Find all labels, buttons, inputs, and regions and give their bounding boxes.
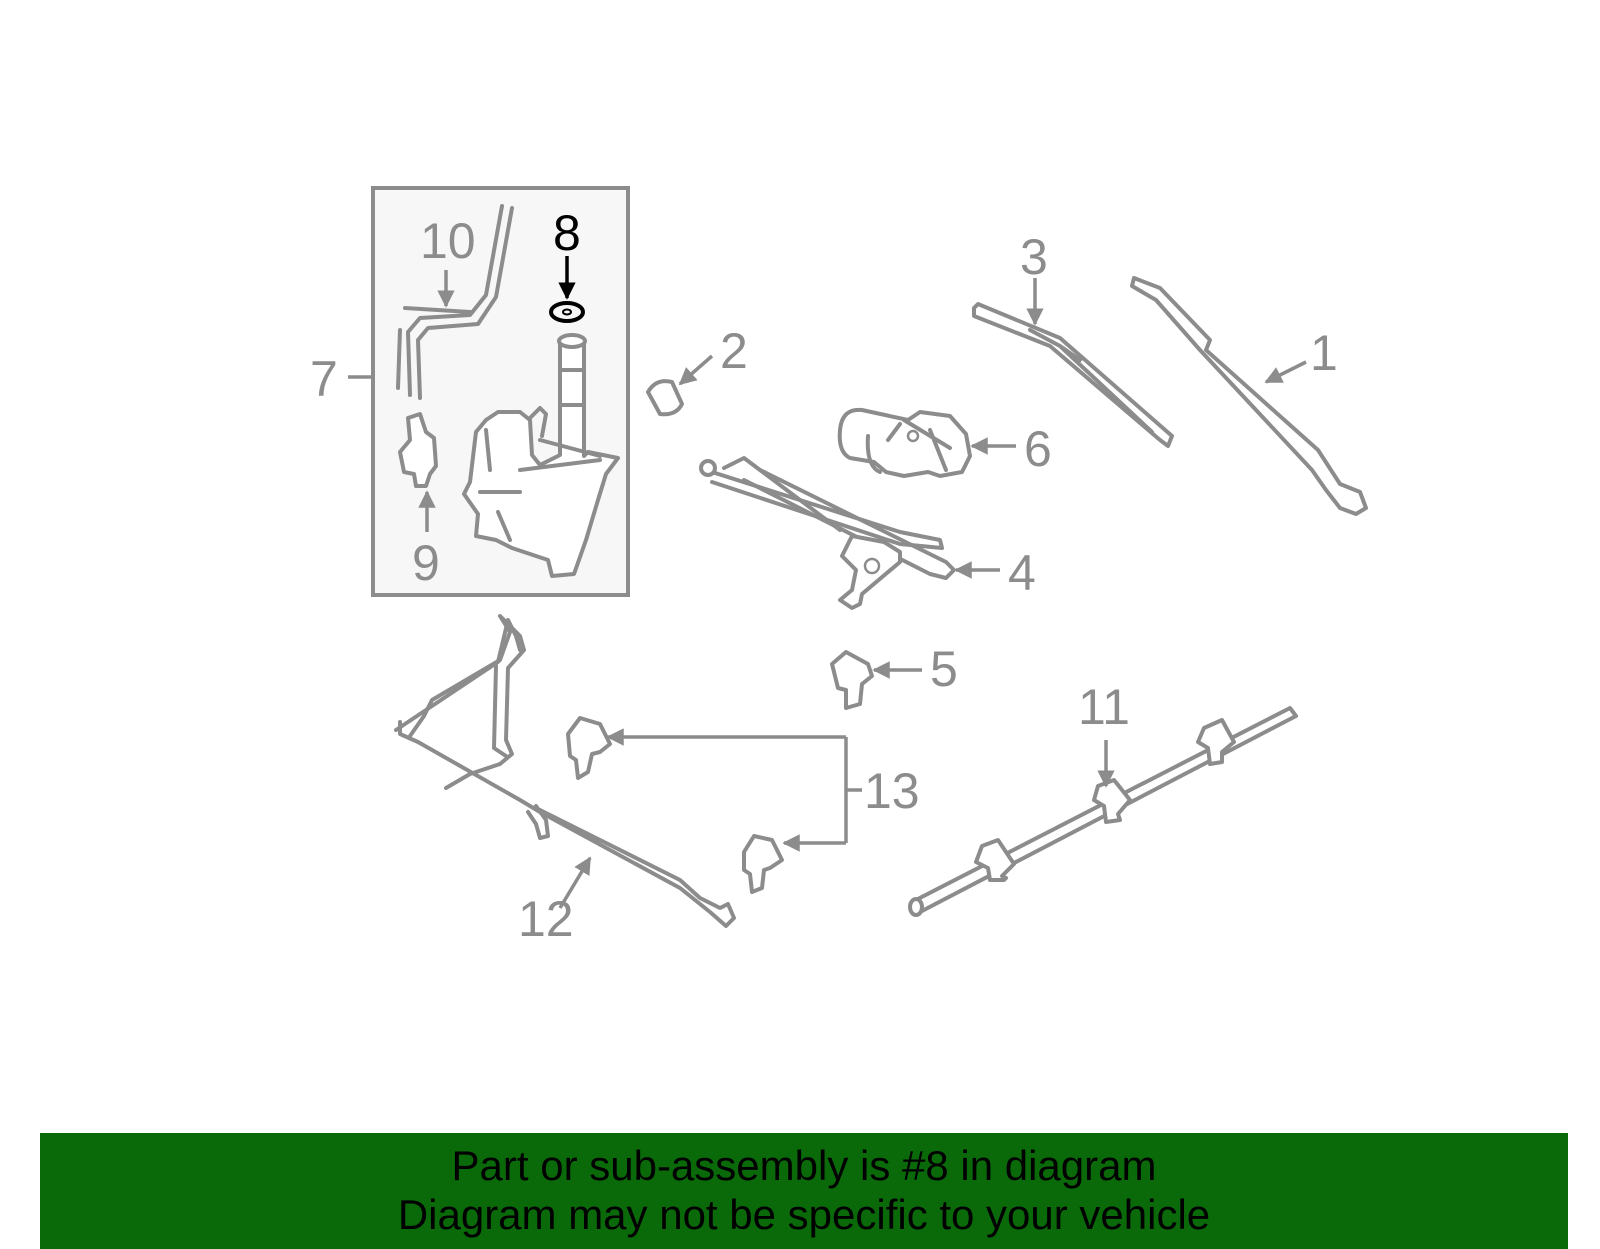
callout-5: 5 (930, 641, 958, 697)
callout-7: 7 (310, 351, 338, 407)
callout-12: 12 (518, 891, 574, 947)
info-banner: Part or sub-assembly is #8 in diagram Di… (40, 1133, 1568, 1249)
callout-8: 8 (553, 205, 581, 261)
callout-4: 4 (1008, 545, 1036, 601)
callout-3: 3 (1020, 229, 1048, 285)
callout-13: 13 (864, 763, 920, 819)
wiper-blade-part-3 (972, 278, 1174, 448)
reservoir-cap-part-8 (549, 256, 585, 323)
washer-nozzles-part-13 (566, 716, 862, 894)
washer-hose-part-10 (396, 204, 514, 400)
washer-reservoir (462, 333, 620, 578)
callout-6: 6 (1024, 421, 1052, 477)
callout-1: 1 (1310, 325, 1338, 381)
banner-line-2: Diagram may not be specific to your vehi… (397, 1191, 1211, 1238)
wiper-arm-part-1 (1130, 276, 1368, 516)
wiper-linkage-part-4 (699, 456, 1000, 610)
banner-line-1: Part or sub-assembly is #8 in diagram (451, 1142, 1157, 1189)
callout-9: 9 (412, 535, 440, 591)
callout-2: 2 (720, 323, 748, 379)
washer-pump-part-9 (398, 412, 438, 532)
grommet-part-2 (646, 354, 714, 417)
washer-nozzle-part-5 (830, 650, 922, 710)
washer-hose-part-12 (394, 614, 736, 928)
wiper-motor-part-6 (837, 407, 1016, 478)
callout-10: 10 (420, 213, 476, 269)
callout-11: 11 (1078, 679, 1130, 735)
drain-tube-part-11 (908, 706, 1298, 917)
